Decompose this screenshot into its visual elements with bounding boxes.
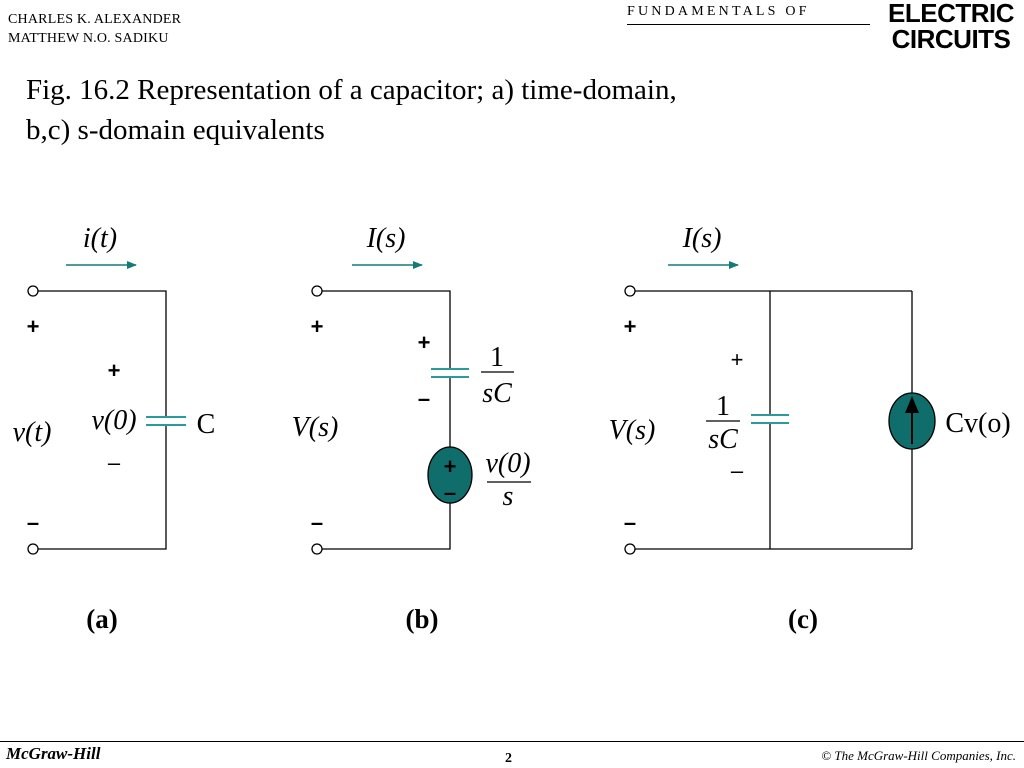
cap-plus-c: + [731,347,744,372]
wire-bottom-b [322,503,451,550]
wire-bottom-a [38,425,167,550]
brand-line-1: ELECTRIC [888,0,1015,28]
title-line-1: Fig. 16.2 Representation of a capacitor;… [26,74,677,106]
series-title: FUNDAMENTALS OF [627,4,810,19]
impedance-denominator-b: sC [482,378,512,409]
cap-plus-b: + [418,330,431,355]
slide-title: Fig. 16.2 Representation of a capacitor;… [26,70,926,150]
footer-rule [0,741,1024,742]
source-label-c: Cv(o) [945,408,1010,439]
author-1: CHARLES K. ALEXANDER [8,12,182,27]
current-label-a: i(t) [83,223,117,254]
capacitor-label-a: C [197,409,216,440]
cap-minus-c: – [731,458,744,483]
terminal-bottom-b [311,543,323,555]
impedance-numerator-b: 1 [490,342,504,373]
book-brand: ELECTRIC CIRCUITS [888,0,1015,54]
source-numerator-b: v(0) [485,448,530,479]
cap-plus-a: + [108,358,121,383]
voltage-label-c: V(s) [609,415,656,446]
copyright-notice: © The McGraw-Hill Companies, Inc. [821,748,1016,763]
current-label-c: I(s) [682,223,722,254]
cap-minus-a: – [108,450,121,475]
plus-sign-b: + [311,314,324,339]
title-line-2: b,c) s-domain equivalents [26,114,325,146]
source-denominator-b: s [503,481,514,512]
plus-sign-a: + [27,314,40,339]
terminal-top-a [27,285,39,297]
brand-line-2: CIRCUITS [891,24,1011,54]
circuit-b: I(s) + – + – V(s) + – 1 sC v(0) s (b) [292,223,531,634]
circuit-c: I(s) + – V(s) + – 1 sC Cv(o) (c) [609,223,1011,634]
source-arrow-up-icon [905,396,919,413]
terminal-top-c [624,285,636,297]
author-2: MATTHEW N.O. SADIKU [8,31,169,46]
caption-c: (c) [788,604,818,634]
impedance-denominator-c: sC [708,424,738,455]
minus-sign-c: – [624,510,636,535]
voltage-label-b: V(s) [292,412,339,443]
authors: CHARLES K. ALEXANDER MATTHEW N.O. SADIKU [8,10,181,48]
terminal-bottom-a [27,543,39,555]
plus-sign-c: + [624,314,637,339]
minus-sign-b: – [311,510,323,535]
page-number: 2 [505,751,512,766]
circuit-a: i(t) + – v(t) + v(0) – C (a) [13,223,216,634]
source-plus-b: + [444,454,457,479]
impedance-numerator-c: 1 [716,391,730,422]
terminal-top-b [311,285,323,297]
caption-a: (a) [86,604,117,634]
publisher-name: McGraw-Hill [6,744,101,763]
caption-b: (b) [406,604,439,634]
voltage-label-a: v(t) [13,417,52,448]
wire-top-a [38,290,167,417]
cap-voltage-a: v(0) [91,405,136,436]
header-rule [627,24,870,25]
voltage-source-b [427,446,473,504]
wire-top-b [322,290,451,369]
current-label-b: I(s) [366,223,406,254]
terminal-bottom-c [624,543,636,555]
capacitor-diagrams: i(t) + – v(t) + v(0) – C (a) I(s) + – + … [13,223,1011,634]
source-minus-b: – [444,480,456,505]
cap-minus-b: – [418,386,430,411]
minus-sign-a: – [27,510,39,535]
